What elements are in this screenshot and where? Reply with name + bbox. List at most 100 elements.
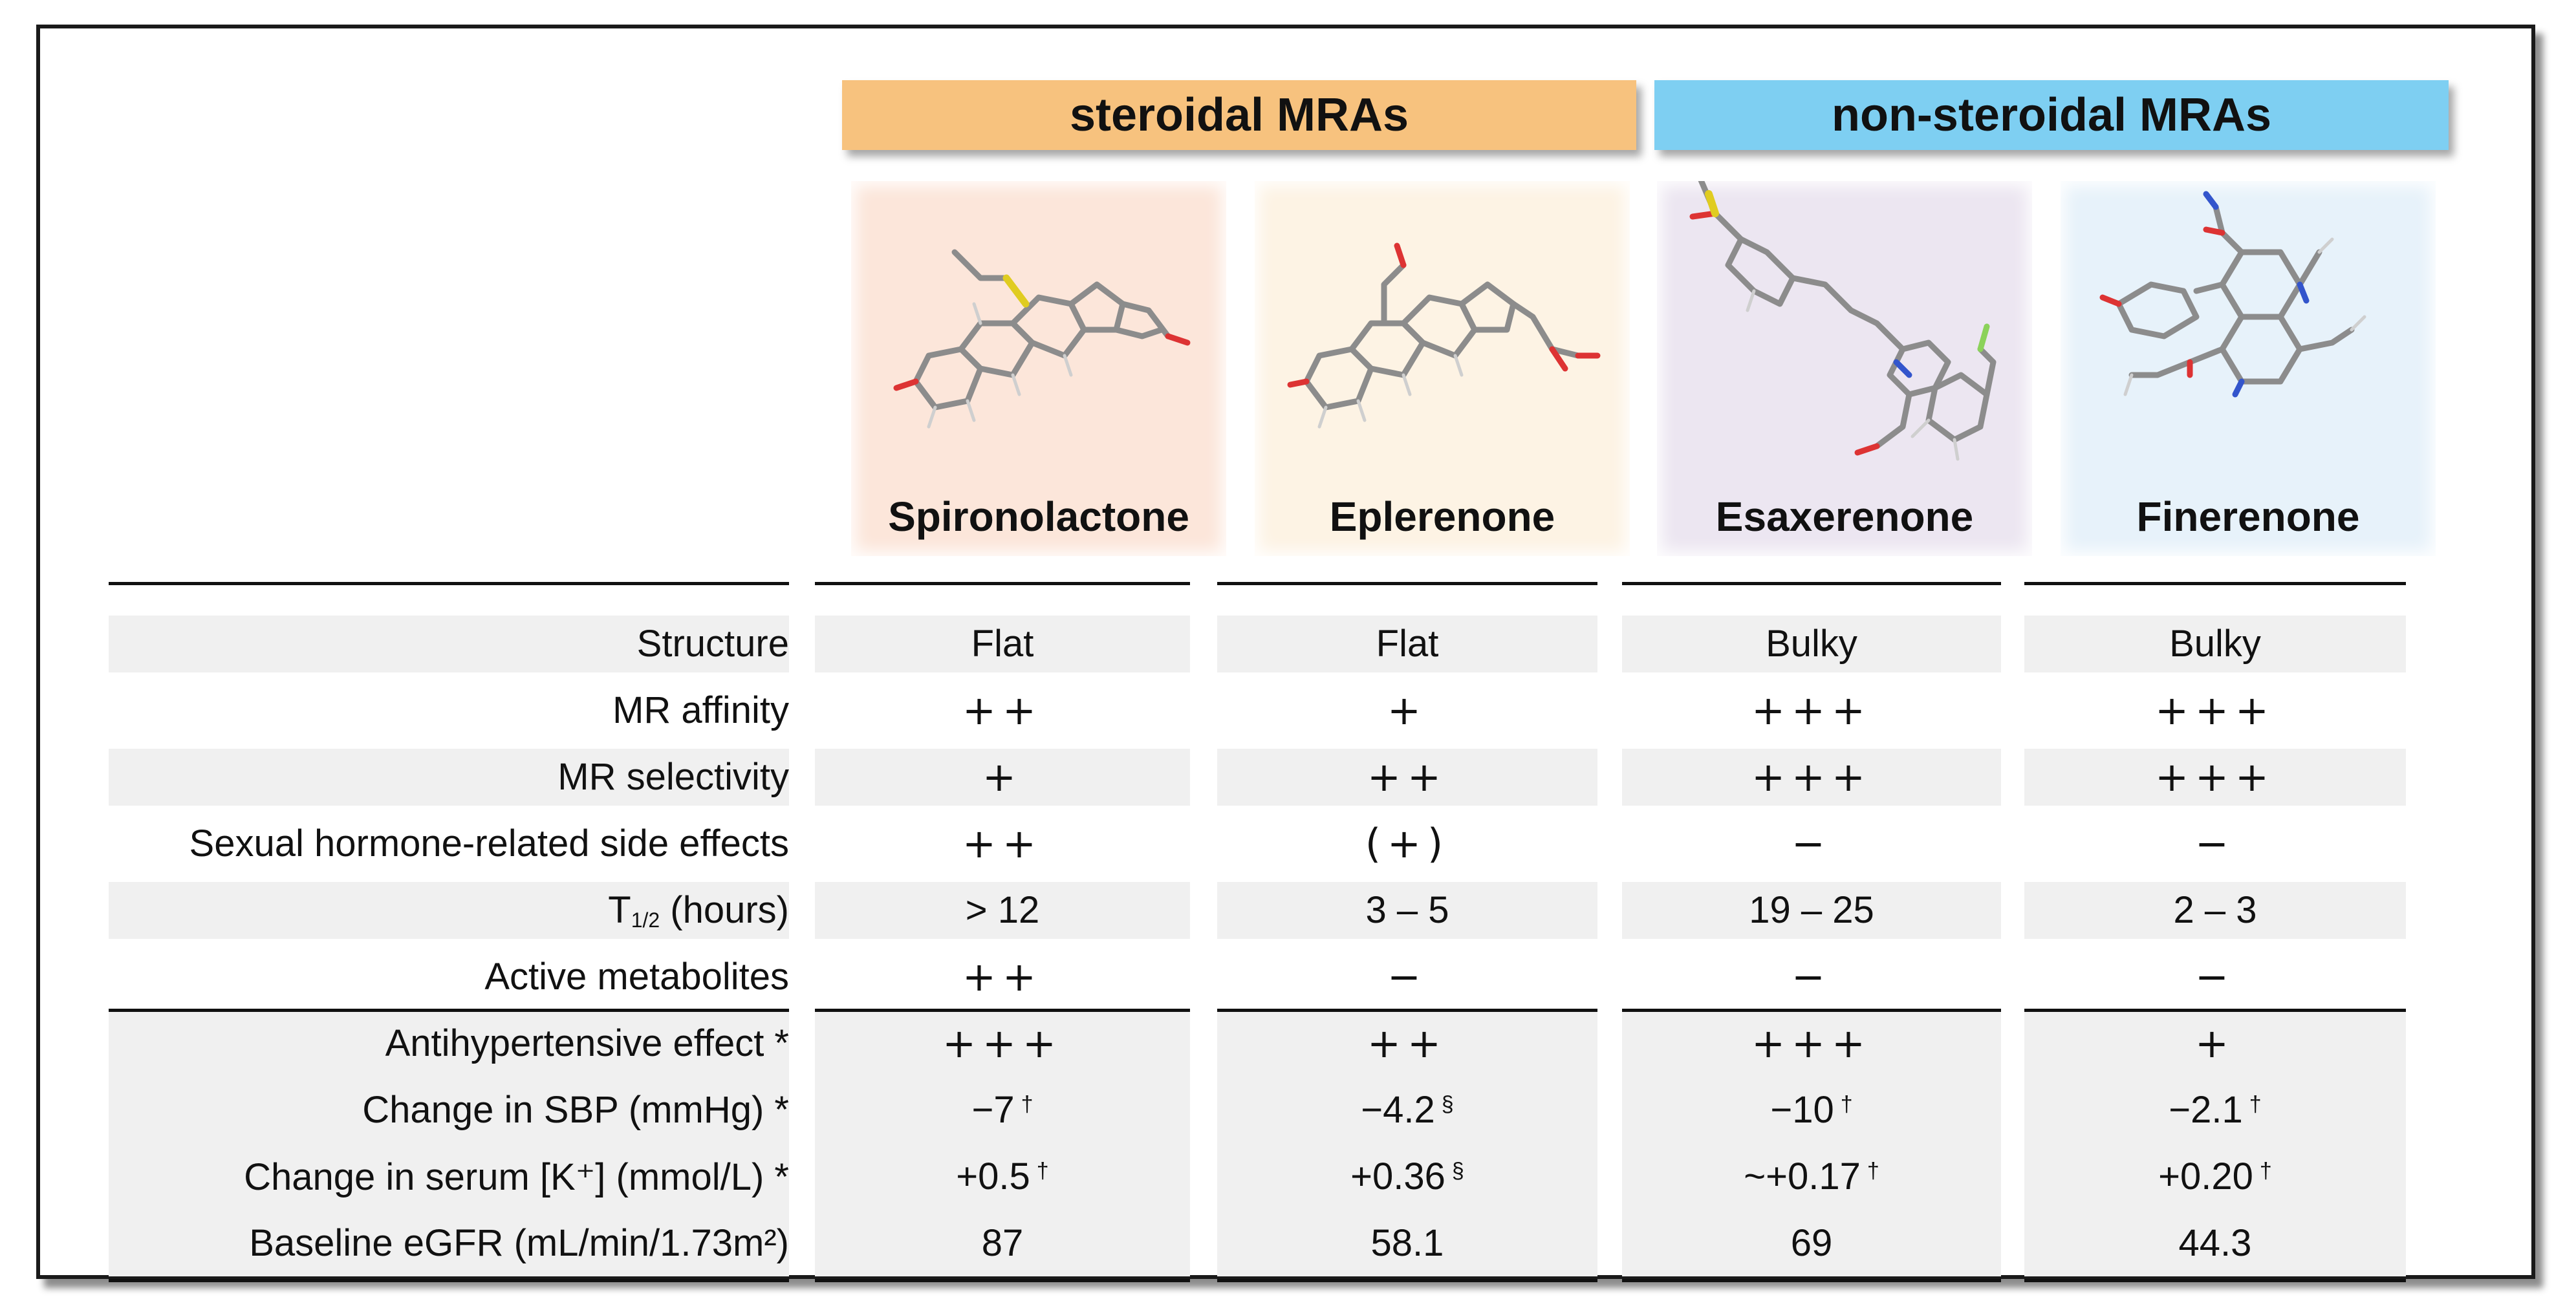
row-band <box>1622 749 2001 806</box>
row-band <box>815 749 1190 806</box>
table-cell: +++ <box>1622 1010 2001 1077</box>
clinical-block-band <box>1217 1010 1597 1276</box>
row-band <box>2024 882 2406 939</box>
cell-value: + <box>2195 1020 2235 1067</box>
cell-value: −2.1 <box>2169 1089 2243 1131</box>
table-bottom-rule <box>815 1279 1190 1282</box>
cell-value: +++ <box>1751 687 1872 734</box>
row-band <box>1217 882 1597 939</box>
row-label: Change in serum [K⁺] (mmol/L) * <box>244 1155 789 1198</box>
finerenone-structure-icon <box>2099 191 2366 398</box>
table-cell: − <box>2024 943 2406 1010</box>
table-cell: + <box>815 744 1190 810</box>
cell-value: +++ <box>2155 687 2275 734</box>
cell-value: 87 <box>981 1222 1024 1264</box>
cell-value: +++ <box>1751 1020 1872 1067</box>
cell-value: ++ <box>1367 753 1447 800</box>
table-cell: +++ <box>1622 677 2001 744</box>
cell-value: +0.36 <box>1350 1155 1445 1197</box>
table-cell: 69 <box>1622 1210 2001 1276</box>
table-cell: − <box>1622 810 2001 877</box>
molecule-panel-spironolactone: Spironolactone <box>851 181 1226 556</box>
footnote-mark: † <box>1867 1159 1879 1183</box>
row-label: Structure <box>636 623 789 665</box>
table-cell: ++ <box>815 943 1190 1010</box>
drug-name-spironolactone: Spironolactone <box>888 493 1189 540</box>
clinical-block-band <box>2024 1010 2406 1276</box>
row-label: MR affinity <box>612 689 789 731</box>
row-band <box>815 616 1190 672</box>
table-cell: 87 <box>815 1210 1190 1276</box>
cell-value: 19 – 25 <box>1749 889 1874 931</box>
group-label-nonsteroidal: non-steroidal MRAs <box>1831 89 2272 141</box>
table-cell: −2.1† <box>2024 1077 2406 1143</box>
cell-value: +++ <box>2155 753 2275 800</box>
cell-value: −10 <box>1770 1089 1834 1131</box>
group-label-steroidal: steroidal MRAs <box>1069 89 1409 141</box>
row-band <box>1217 749 1597 806</box>
table-cell: Bulky <box>1622 610 2001 677</box>
row-label: Sexual hormone-related side effects <box>189 822 789 864</box>
footnote-mark: † <box>2249 1092 2262 1117</box>
drug-name-esaxerenone: Esaxerenone <box>1715 493 1974 540</box>
cell-value: +++ <box>1751 753 1872 800</box>
group-header-nonsteroidal: non-steroidal MRAs <box>1654 80 2449 150</box>
table-cell: ++ <box>815 810 1190 877</box>
table-top-rule <box>109 582 789 585</box>
table-bottom-rule <box>2024 1279 2406 1282</box>
table-cell: (+) <box>1217 810 1597 877</box>
esaxerenone-structure-icon <box>1689 181 1997 461</box>
table-cell: − <box>1622 943 2001 1010</box>
cell-value: −4.2 <box>1361 1089 1435 1131</box>
clinical-block-band <box>815 1010 1190 1276</box>
cell-value: 44.3 <box>2178 1222 2252 1264</box>
table-cell: ++ <box>1217 1010 1597 1077</box>
cell-value: ++ <box>962 820 1043 867</box>
footnote-mark: § <box>1441 1092 1454 1117</box>
table-cell: + <box>2024 1010 2406 1077</box>
table-top-rule <box>815 582 1190 585</box>
cell-value: + <box>982 753 1023 800</box>
molecule-panel-esaxerenone: Esaxerenone <box>1657 181 2032 556</box>
row-band <box>109 749 789 806</box>
table-cell: +0.5† <box>815 1143 1190 1210</box>
cell-value: ++ <box>1367 1020 1447 1067</box>
row-band <box>2024 616 2406 672</box>
cell-value: 3 – 5 <box>1365 889 1449 931</box>
table-bottom-rule <box>109 1279 789 1282</box>
cell-value: Bulky <box>1766 623 1857 665</box>
cell-value: −7 <box>971 1089 1015 1131</box>
table-cell: +++ <box>1622 744 2001 810</box>
cell-value: Flat <box>1376 623 1439 665</box>
table-cell: > 12 <box>815 877 1190 943</box>
table-mid-rule <box>2024 1009 2406 1012</box>
cell-value: ~+0.17 <box>1744 1155 1861 1197</box>
row-band <box>109 616 789 672</box>
molecule-panel-finerenone: Finerenone <box>2061 181 2436 556</box>
table-cell: − <box>1217 943 1597 1010</box>
table-cell: 19 – 25 <box>1622 877 2001 943</box>
drug-name-eplerenone: Eplerenone <box>1329 493 1555 540</box>
table-cell: +++ <box>815 1010 1190 1077</box>
group-header-steroidal: steroidal MRAs <box>842 80 1636 150</box>
table-cell: + <box>1217 677 1597 744</box>
footnote-mark: † <box>1036 1159 1049 1183</box>
table-mid-rule <box>109 1009 789 1012</box>
cell-value: > 12 <box>965 889 1040 931</box>
cell-value: ++ <box>962 953 1043 1000</box>
footnote-mark: † <box>1840 1092 1853 1117</box>
table-mid-rule <box>1622 1009 2001 1012</box>
table-top-rule <box>1622 582 2001 585</box>
cell-value: Bulky <box>2169 623 2261 665</box>
table-cell: − <box>2024 810 2406 877</box>
table-cell: +++ <box>2024 744 2406 810</box>
row-band <box>109 882 789 939</box>
cell-value: Flat <box>971 623 1034 665</box>
table-top-rule <box>2024 582 2406 585</box>
table-cell: 2 – 3 <box>2024 877 2406 943</box>
cell-value: 58.1 <box>1370 1222 1444 1264</box>
row-label: Antihypertensive effect * <box>385 1022 789 1064</box>
table-cell: +0.36§ <box>1217 1143 1597 1210</box>
footnote-mark: † <box>2259 1159 2272 1183</box>
table-cell: Flat <box>815 610 1190 677</box>
